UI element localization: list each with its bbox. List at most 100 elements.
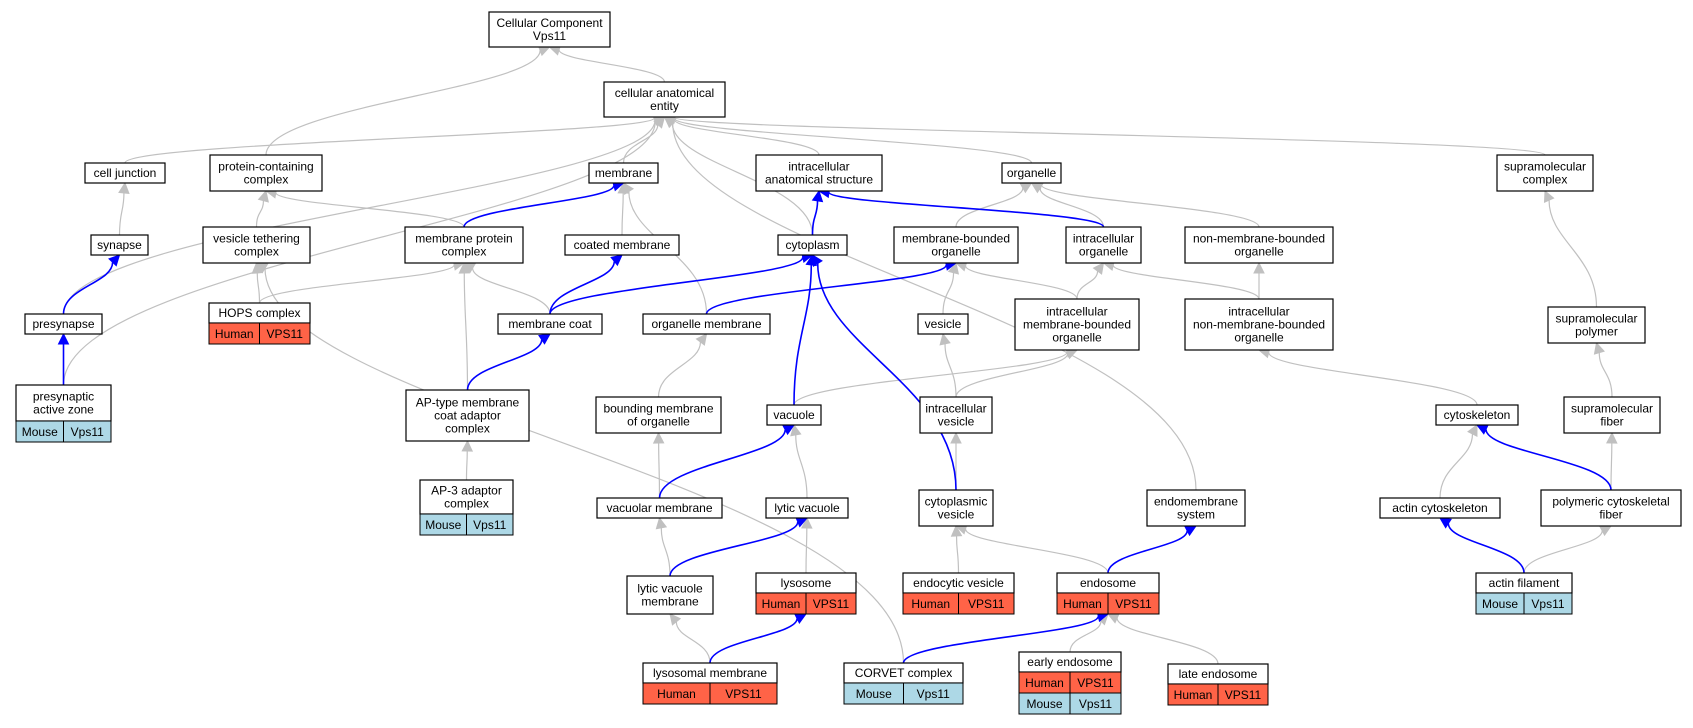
species-label: Mouse [856,687,892,701]
term-label-line: bounding membrane [603,402,713,416]
edge-line [255,200,265,228]
term-box [1496,154,1594,192]
edge-line [705,264,948,315]
edge-ap_type-to-membrane_coat [466,333,551,391]
edge-arrowhead [1543,189,1555,203]
go-term-lytic-vacuole[interactable]: lytic vacuole [765,497,849,519]
edge-actin_cyto-to-cytoskeleton [1439,424,1478,499]
edge-vacuolar_membrane-to-bmo [652,431,665,499]
gene-symbol-label: Vps11 [473,518,506,532]
term-label-line: synapse [97,238,142,252]
edge-line [1439,433,1474,499]
term-label-line: endocytic vesicle [913,576,1004,590]
edge-arrowhead [57,332,70,345]
edge-arrowhead [1092,262,1105,275]
edge-line [1447,523,1525,574]
edge-arrowhead [108,254,121,267]
edge-arrowhead [950,431,962,444]
edge-membrane_coat-to-mpc [463,262,551,315]
go-term-cytoplasm[interactable]: cytoplasm [777,234,848,256]
edge-line [1039,188,1105,228]
gene-cell [1107,592,1160,615]
term-box [404,226,524,264]
edge-line [673,118,820,156]
edge-presynapse-to-cae [62,114,666,315]
edge-arrowhead [1606,431,1618,444]
edge-arrowhead [947,261,960,275]
term-label-line: lytic vacuole [774,501,840,515]
go-term-organelle-membrane[interactable]: organelle membrane [642,313,771,335]
term-box [1379,497,1501,519]
edge-line [964,528,1109,574]
edge-line [1116,617,1219,665]
edge-line [62,120,656,315]
go-term-synapse[interactable]: synapse [90,234,149,256]
term-label-line: actin filament [1489,576,1560,590]
edge-line [1112,264,1260,300]
edge-line [62,262,114,315]
go-term-inmbo[interactable]: intracellularnon-membrane-boundedorganel… [1184,298,1334,351]
term-box [918,489,994,527]
term-label-line: intracellular [788,160,849,174]
edge-line [805,527,808,574]
go-term-cytoskeleton[interactable]: cytoskeleton [1435,404,1519,426]
gene-symbol-label: Vps11 [1079,697,1112,711]
go-term-presynapse[interactable]: presynapse [24,313,103,335]
term-label-line: anatomical structure [765,173,873,187]
go-term-membrane-coat[interactable]: membrane coat [497,313,603,335]
term-label-line: cellular anatomical [615,86,714,100]
edge-line [472,267,551,315]
go-term-organelle[interactable]: organelle [1001,162,1062,184]
edge-line [549,256,804,315]
term-label-line: membrane-bounded [1023,318,1131,332]
term-label-line: endomembrane [1154,495,1238,509]
edge-mpc-to-pcc [264,187,465,228]
edge-lvm-to-lytic_vacuole [669,516,809,577]
term-label-line: complex [442,245,487,259]
go-term-cell-junction[interactable]: cell junction [84,162,166,184]
go-term-vesicle[interactable]: vesicle [917,313,969,335]
edge-line [955,187,1024,228]
edge-vacuole-to-cytoplasm [793,253,817,406]
go-term-vacuole[interactable]: vacuole [766,404,822,426]
term-box [765,497,849,519]
edge-line [828,191,1105,228]
go-term-membrane[interactable]: membrane [588,162,659,184]
go-term-actin-cyto[interactable]: actin cytoskeleton [1379,497,1501,519]
go-term-coated-membrane[interactable]: coated membrane [564,234,680,256]
go-term-vacuolar-membrane[interactable]: vacuolar membrane [596,497,723,519]
term-box [1146,489,1246,527]
